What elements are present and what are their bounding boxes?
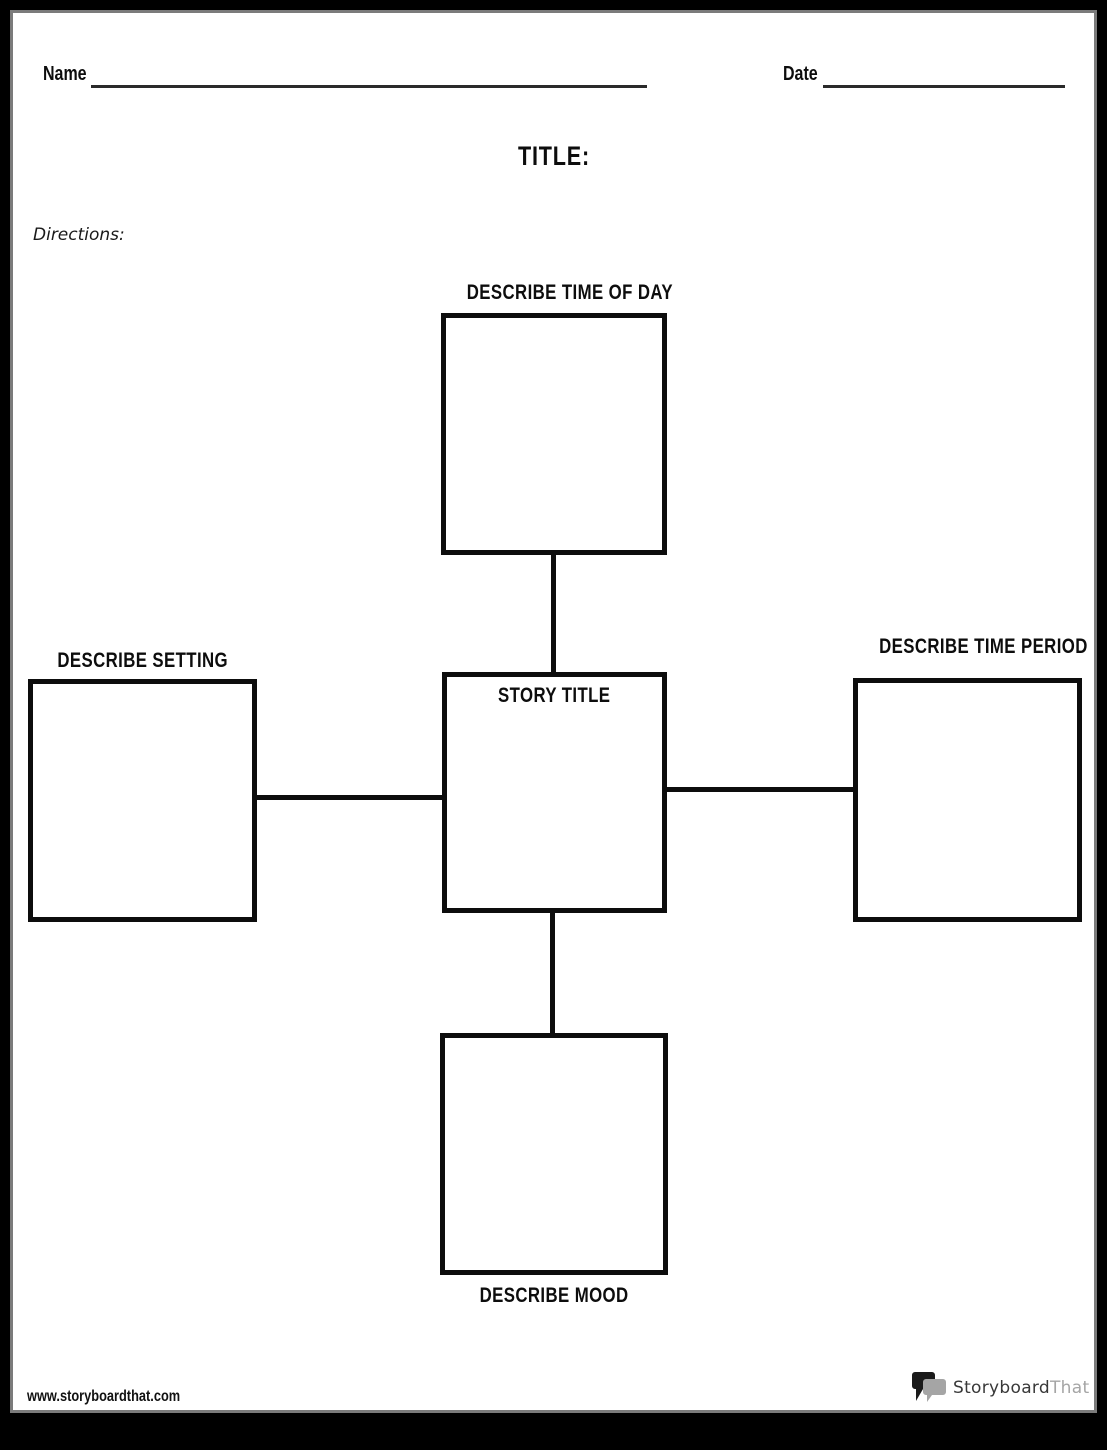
name-label: Name	[43, 63, 87, 85]
logo-wordmark: StoryboardThat	[953, 1378, 1089, 1398]
setting-label: DESCRIBE SETTING	[57, 649, 228, 672]
date-underline	[823, 85, 1065, 88]
story-title-box: STORY TITLE	[442, 672, 667, 913]
time-of-day-writing-box	[441, 313, 667, 555]
worksheet-page: Name Date TITLE: Directions: DESCRIBE TI…	[10, 10, 1097, 1413]
time-period-label: DESCRIBE TIME PERIOD	[879, 635, 1088, 658]
connector-center-to-right	[667, 787, 853, 792]
worksheet-title: TITLE:	[13, 143, 1094, 170]
name-underline	[91, 85, 647, 88]
mood-writing-box	[440, 1033, 668, 1275]
storyboardthat-logo: StoryboardThat	[911, 1371, 1089, 1404]
setting-writing-box	[28, 679, 257, 922]
time-of-day-label: DESCRIBE TIME OF DAY	[466, 281, 673, 304]
website-url: www.storyboardthat.com	[27, 1388, 181, 1405]
logo-text-primary: Storyboard	[953, 1377, 1050, 1398]
connector-top-to-center	[551, 555, 556, 672]
connector-left-to-center	[257, 795, 442, 800]
logo-text-secondary: That	[1050, 1377, 1090, 1398]
connector-center-to-bottom	[550, 913, 555, 1033]
mood-label: DESCRIBE MOOD	[479, 1284, 629, 1307]
worksheet-title-text: TITLE:	[517, 141, 590, 171]
time-period-writing-box	[853, 678, 1082, 922]
story-title-label: STORY TITLE	[498, 684, 611, 707]
speech-bubbles-icon	[911, 1371, 947, 1404]
date-label: Date	[783, 63, 818, 85]
directions-label: Directions:	[33, 225, 125, 245]
